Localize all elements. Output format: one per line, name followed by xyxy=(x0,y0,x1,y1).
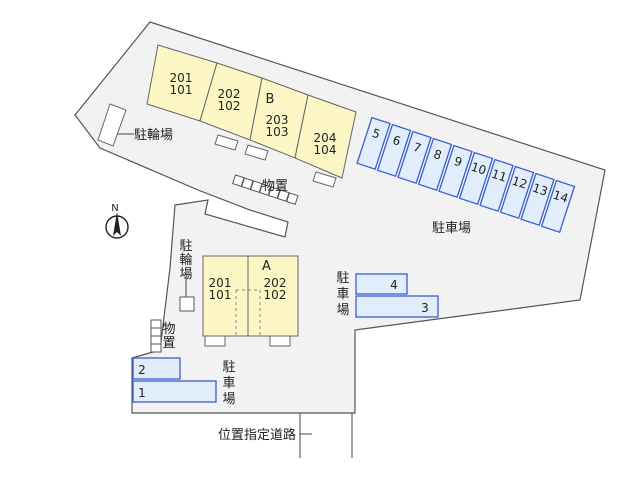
parking-space-6: 6 xyxy=(376,123,412,177)
building-b-unit-2-upper: 202 xyxy=(218,87,241,101)
building-b-unit-3-lower: 103 xyxy=(266,125,289,139)
parking-space-4: 4 xyxy=(355,273,408,295)
storage-left-label-char-1: 置 xyxy=(162,336,175,351)
building-a-unit-2-upper: 202 xyxy=(264,276,287,290)
parking-top-label: 駐車場 xyxy=(432,221,471,236)
building-a-unit-2-lower: 102 xyxy=(264,288,287,302)
b-step-3 xyxy=(312,171,337,188)
parking-mid-label-char-2: 場 xyxy=(336,303,349,318)
building-b-unit-1-lower: 101 xyxy=(170,83,193,97)
building-b-unit-1-upper: 201 xyxy=(170,71,193,85)
a-step-1 xyxy=(204,335,226,347)
parking-space-5: 5 xyxy=(356,116,391,170)
storage-top-label: 物置 xyxy=(262,179,288,194)
parking-mid-label-char-0: 駐 xyxy=(336,271,349,286)
building-b-unit-4 xyxy=(294,94,357,179)
parking-space-7: 7 xyxy=(397,130,432,184)
bicycle-parking-left-label-char-2: 場 xyxy=(179,267,192,282)
parking-space-4-number: 4 xyxy=(390,278,398,292)
parking-space-11-number: 11 xyxy=(490,167,509,185)
north-label: N xyxy=(111,203,118,214)
building-a-unit-1-upper: 201 xyxy=(209,276,232,290)
building-a-body xyxy=(202,255,299,337)
parking-bottom-label: 駐車場 xyxy=(222,360,235,407)
bicycle-parking-left-shed xyxy=(179,296,195,312)
parking-space-10: 10 xyxy=(458,151,494,205)
building-a-unit-1-lower: 101 xyxy=(209,288,232,302)
parking-space-7-number: 7 xyxy=(411,140,423,156)
bicycle-parking-left-label-char-0: 駐 xyxy=(179,239,192,254)
north-arrow-icon: N xyxy=(105,203,129,239)
parking-space-1-number: 1 xyxy=(138,386,146,400)
parking-mid-label: 駐車場 xyxy=(336,271,349,318)
designated-road-label: 位置指定道路 xyxy=(218,427,296,443)
parking-space-2: 2 xyxy=(132,357,181,380)
parking-space-9-number: 9 xyxy=(452,154,464,170)
parking-space-3: 3 xyxy=(355,295,439,318)
building-b-unit-4-upper: 204 xyxy=(314,131,337,145)
parking-space-13-number: 13 xyxy=(531,181,550,199)
b-step-1 xyxy=(214,134,239,151)
parking-space-1: 1 xyxy=(132,380,217,403)
storage-left-label-char-0: 物 xyxy=(162,322,175,337)
storage-top xyxy=(232,174,299,205)
building-b-unit-3-upper: 203 xyxy=(266,113,289,127)
parking-space-6-number: 6 xyxy=(391,133,403,149)
parking-space-8: 8 xyxy=(417,137,453,191)
parking-space-11: 11 xyxy=(479,158,514,212)
building-a-name: A xyxy=(262,259,271,274)
storage-left xyxy=(150,319,162,353)
parking-space-10-number: 10 xyxy=(469,160,488,178)
storage-left-label: 物置 xyxy=(162,322,175,351)
parking-space-8-number: 8 xyxy=(432,147,444,163)
building-b-unit-2-lower: 102 xyxy=(218,99,241,113)
parking-space-12: 12 xyxy=(499,165,535,219)
bicycle-parking-top-shed xyxy=(97,103,127,147)
a-step-2 xyxy=(269,335,291,347)
parking-space-9: 9 xyxy=(438,144,473,198)
bicycle-parking-left-label: 駐輪場 xyxy=(179,239,192,282)
parking-bottom-label-char-2: 場 xyxy=(222,392,235,407)
parking-space-12-number: 12 xyxy=(510,174,529,192)
parking-bottom-group: 21 xyxy=(132,357,217,403)
parking-space-5-number: 5 xyxy=(370,126,382,142)
bicycle-parking-left-label-char-1: 輪 xyxy=(179,252,192,268)
parking-space-14-number: 14 xyxy=(551,188,570,206)
parking-mid-label-char-1: 車 xyxy=(336,287,349,302)
bicycle-parking-top-label: 駐輪場 xyxy=(134,127,173,143)
parking-space-3-number: 3 xyxy=(421,301,429,315)
b-step-2 xyxy=(244,144,269,161)
building-b-name: B xyxy=(266,92,275,107)
parking-mid-group: 43 xyxy=(355,273,439,318)
parking-space-14: 14 xyxy=(540,179,576,233)
parking-bottom-label-char-0: 駐 xyxy=(222,360,235,375)
building-b-unit-4-lower: 104 xyxy=(314,143,337,157)
parking-space-13: 13 xyxy=(520,172,555,226)
parking-space-2-number: 2 xyxy=(138,363,146,377)
parking-bottom-label-char-1: 車 xyxy=(222,376,235,391)
